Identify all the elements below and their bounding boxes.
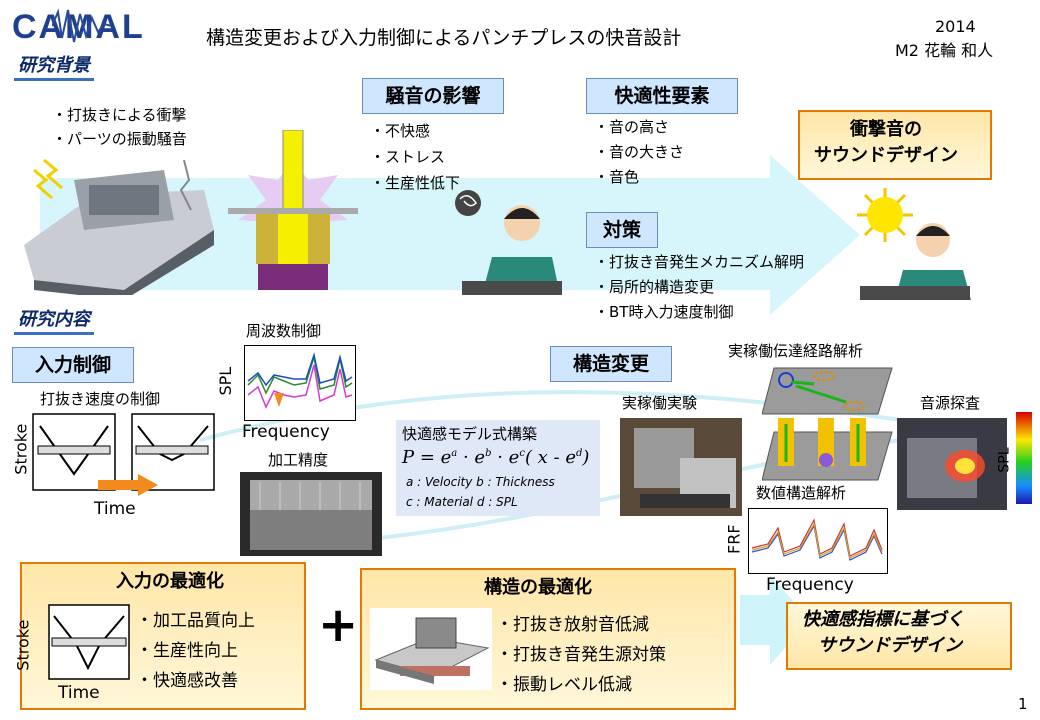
formula-dot-1: · e	[457, 447, 486, 468]
author: M2 花輪 和人	[895, 41, 994, 60]
comfort-item-2: ・音の大きさ	[594, 143, 685, 161]
measures-label: 対策	[586, 212, 658, 248]
struct-opt-item-3: ・振動レベル低減	[496, 675, 632, 695]
transfer-path-diagram	[762, 367, 893, 481]
frf-axis-label: FRF	[724, 524, 744, 554]
transfer-path-caption: 実稼働伝達経路解析	[728, 342, 864, 360]
formula-lead: P = e	[402, 447, 452, 468]
input-opt-time-label: Time	[58, 683, 100, 703]
noise-effect-item-1: ・不快感	[370, 122, 431, 140]
noise-effect-item-2: ・ストレス	[370, 148, 446, 166]
sound-design-box: 衝撃音の サウンドデザイン	[798, 110, 992, 180]
logo-waveform-icon	[52, 8, 112, 43]
happy-person-image	[857, 188, 971, 300]
numerical-caption: 数値構造解析	[756, 484, 847, 502]
punch-press-model-image	[370, 608, 492, 690]
input-opt-item-3: ・快適感改善	[136, 671, 238, 691]
formula-dot-2: · e	[491, 447, 520, 468]
formula-tail: ( x - e	[524, 447, 577, 468]
comfort-label: 快適性要素	[586, 78, 738, 114]
die-impact-image	[228, 130, 358, 290]
frequency-axis-label: Frequency	[242, 422, 330, 442]
experiment-photo	[620, 418, 742, 516]
structure-optimization-box: 構造の最適化 ・打抜き放射音低減 ・打抜き音発生源対策 ・振動レベル低減	[360, 568, 736, 710]
formula-sup-b: b	[485, 448, 492, 459]
formula-sup-a: a	[451, 448, 458, 459]
stressed-person-image	[455, 190, 562, 295]
sound-design-line-1: 衝撃音の	[850, 119, 922, 140]
frequency-spectrum-plot	[244, 345, 356, 421]
experiment-caption: 実稼働実験	[622, 394, 698, 412]
frf-plot	[748, 508, 888, 574]
punched-edge-image	[240, 472, 382, 556]
noise-effect-item-3: ・生産性低下	[370, 174, 461, 192]
spl-axis-label: SPL	[216, 366, 236, 396]
comfort-item-3: ・音色	[594, 168, 640, 186]
input-optimization-box: 入力の最適化 Stroke Time ・加工品質向上 ・生産性向上 ・快適感改善	[13, 562, 306, 710]
frf-frequency-label: Frequency	[766, 575, 854, 595]
struct-opt-item-1: ・打抜き放射音低減	[496, 615, 649, 635]
model-legend-2: c : Material d : SPL	[406, 495, 518, 509]
page-number: 1	[1018, 695, 1028, 713]
result-line-2: サウンドデザイン	[818, 635, 962, 656]
spl-colorbar	[1016, 412, 1032, 504]
result-box: 快適感指標に基づく サウンドデザイン	[786, 602, 1012, 670]
speed-control-caption: 打抜き速度の制御	[40, 390, 161, 408]
page-title: 構造変更および入力制御によるパンチプレスの快音設計	[206, 27, 682, 49]
measures-item-3: ・BT時入力速度制御	[594, 303, 734, 321]
year: 2014	[935, 17, 976, 36]
struct-opt-item-2: ・打抜き音発生源対策	[496, 645, 666, 665]
input-opt-item-1: ・加工品質向上	[136, 611, 255, 631]
background-bullet-2: ・パーツの振動騒音	[52, 130, 187, 148]
struct-opt-title: 構造の最適化	[484, 577, 592, 598]
sound-source-photo	[897, 418, 1007, 510]
comfort-item-1: ・音の高さ	[594, 118, 670, 136]
model-legend-1: a : Velocity b : Thickness	[406, 475, 555, 489]
stroke-time-diagrams	[32, 413, 215, 491]
result-line-1: 快適感指標に基づく	[802, 609, 964, 630]
plus-sign: +	[318, 597, 359, 653]
arrow-right-icon	[98, 474, 158, 496]
spl-colorbar-label: SPL	[996, 447, 1013, 473]
model-caption: 快適感モデル式構築	[402, 425, 538, 443]
input-opt-title: 入力の最適化	[116, 571, 224, 592]
source-caption: 音源探査	[920, 394, 981, 412]
model-formula-box: 快適感モデル式構築 P = ea · eb · ec( x - ed) a : …	[396, 420, 600, 516]
measures-item-2: ・局所的構造変更	[594, 278, 715, 296]
noise-effect-label: 騒音の影響	[362, 78, 504, 114]
input-opt-diagram	[48, 604, 130, 680]
formula-sup-d: d	[576, 448, 583, 459]
input-opt-item-2: ・生産性向上	[136, 641, 238, 661]
punch-press-image	[24, 158, 214, 295]
input-control-label: 入力制御	[12, 347, 134, 383]
input-opt-stroke-label: Stroke	[13, 619, 33, 671]
frequency-control-caption: 周波数制御	[246, 322, 322, 340]
background-bullet-1: ・打抜きによる衝撃	[52, 106, 187, 124]
formula-close: )	[582, 447, 590, 468]
section-content: 研究内容	[14, 308, 94, 335]
model-formula: P = ea · eb · ec( x - ed)	[402, 447, 590, 469]
precision-caption: 加工精度	[268, 451, 329, 469]
sound-design-line-2: サウンドデザイン	[814, 145, 958, 166]
formula-sup-c: c	[519, 448, 525, 459]
time-axis-label: Time	[94, 499, 136, 519]
measures-item-1: ・打抜き音発生メカニズム解明	[594, 253, 805, 271]
section-background: 研究背景	[14, 54, 94, 81]
structure-change-label: 構造変更	[550, 346, 672, 382]
stroke-axis-label: Stroke	[11, 423, 31, 475]
